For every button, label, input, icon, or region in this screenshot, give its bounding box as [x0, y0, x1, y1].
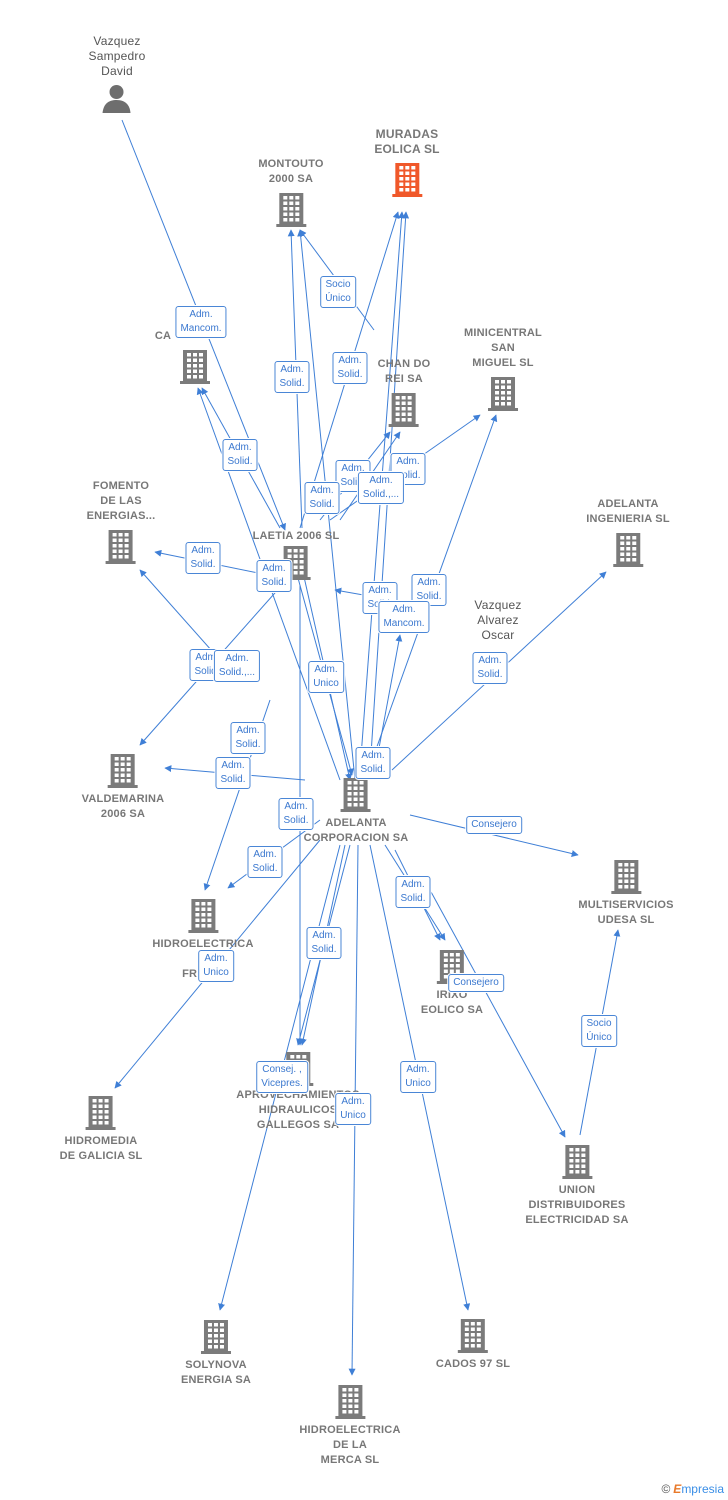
- relation-label[interactable]: Consejero: [448, 974, 504, 992]
- building-icon: [187, 899, 218, 933]
- relation-label[interactable]: Adm. Unico: [198, 950, 234, 982]
- node-label: MONTOUTO 2000 SA: [258, 158, 324, 185]
- building-icon: [391, 163, 422, 197]
- relation-label[interactable]: Adm. Unico: [400, 1061, 436, 1093]
- relation-label[interactable]: Adm. Mancom.: [378, 601, 430, 633]
- building-icon: [276, 193, 306, 227]
- node-montouto-2000[interactable]: MONTOUTO 2000 SA: [258, 157, 323, 227]
- building-icon: [105, 530, 136, 564]
- relation-label[interactable]: Adm. Solid.: [215, 757, 251, 789]
- node-label: SOLYNOVA ENERGIA SA: [180, 1359, 252, 1386]
- node-hidroelectrica-merca[interactable]: HIDROELECTRICA DE LA MERCA SL: [299, 1383, 400, 1468]
- building-icon: [487, 377, 518, 411]
- node-union-distribuidores[interactable]: UNION DISTRIBUIDORES ELECTRICIDAD SA: [525, 1143, 628, 1228]
- building-icon: [341, 778, 371, 812]
- relation-label[interactable]: Adm. Solid.,...: [357, 472, 405, 504]
- relation-label[interactable]: Adm. Solid.: [278, 798, 314, 830]
- node-valdemarina-2006[interactable]: VALDEMARINA 2006 SA: [82, 752, 165, 822]
- building-icon: [334, 1385, 365, 1419]
- node-irixo-eolico[interactable]: IRIXO EOLICO SA: [421, 948, 483, 1018]
- node-label: MINICENTRAL SAN MIGUEL SL: [464, 327, 542, 369]
- brand-name: mpresia: [681, 1482, 724, 1496]
- node-label: HIDROELECTRICA DE LA MERCA SL: [299, 1424, 401, 1466]
- building-icon: [610, 860, 641, 894]
- relationship-edge: [429, 889, 566, 1138]
- node-vazquez-alvarez-oscar[interactable]: Vazquez Alvarez Oscar: [474, 598, 521, 643]
- relation-label[interactable]: Consej. , Vicepres.: [256, 1061, 308, 1093]
- node-vazquez-sampedro-david[interactable]: Vazquez Sampedro David: [89, 34, 146, 113]
- relation-label[interactable]: Socio Único: [581, 1015, 617, 1047]
- relation-label[interactable]: Adm. Solid.: [304, 482, 340, 514]
- relation-label[interactable]: Adm. Solid.: [332, 352, 368, 384]
- node-adelanta-corporacion[interactable]: ADELANTA CORPORACION SA: [304, 776, 409, 846]
- relation-label[interactable]: Consejero: [466, 816, 522, 834]
- relation-label[interactable]: Adm. Unico: [335, 1093, 371, 1125]
- node-label: Vazquez Sampedro David: [88, 34, 146, 78]
- node-label: IRIXO EOLICO SA: [420, 989, 484, 1016]
- node-label: VALDEMARINA 2006 SA: [81, 793, 165, 820]
- relation-label[interactable]: Adm. Solid.: [230, 722, 266, 754]
- node-chan-do-rei[interactable]: CHAN DO REI SA: [378, 357, 431, 427]
- node-solynova-energia[interactable]: SOLYNOVA ENERGIA SA: [181, 1318, 251, 1388]
- relation-label[interactable]: Adm. Solid.: [274, 361, 310, 393]
- node-label: LAETIA 2006 SL: [252, 530, 340, 542]
- node-label: ADELANTA INGENIERIA SL: [586, 498, 670, 525]
- relation-label[interactable]: Adm. Solid.: [256, 560, 292, 592]
- node-label: CHAN DO REI SA: [377, 358, 431, 385]
- node-label: CA: [154, 330, 172, 342]
- node-ca[interactable]: CA: [155, 329, 171, 344]
- footer-brand: ©Empresia: [661, 1482, 724, 1496]
- relation-label[interactable]: Adm. Solid.: [472, 652, 508, 684]
- relation-label[interactable]: Adm. Solid.: [185, 542, 221, 574]
- node-minicentral-san-miguel[interactable]: MINICENTRAL SAN MIGUEL SL: [464, 326, 542, 411]
- node-label: Vazquez Alvarez Oscar: [474, 598, 522, 642]
- person-icon: [103, 85, 131, 113]
- relation-label[interactable]: Adm. Solid.: [355, 747, 391, 779]
- node-hidromedia-galicia[interactable]: HIDROMEDIA DE GALICIA SL: [60, 1094, 143, 1164]
- brand-initial: E: [673, 1482, 682, 1496]
- relationship-edge: [139, 569, 221, 661]
- node-hidroelectrica-frag[interactable]: HIDROELECTRICA FRAG...: [152, 897, 253, 982]
- node-label: MURADAS EOLICA SL: [374, 127, 440, 156]
- building-icon: [388, 393, 419, 427]
- relation-label[interactable]: Adm. Unico: [308, 661, 344, 693]
- building-icon: [86, 1096, 116, 1130]
- building-icon: [458, 1319, 488, 1353]
- node-muradas-eolica[interactable]: MURADAS EOLICA SL: [374, 127, 439, 197]
- building-icon: [180, 350, 210, 384]
- relation-label[interactable]: Adm. Solid.: [306, 927, 342, 959]
- relation-label[interactable]: Adm. Solid.: [222, 439, 258, 471]
- node-label: CADOS 97 SL: [435, 1358, 511, 1370]
- node-label: MULTISERVICIOS UDESA SL: [578, 899, 674, 926]
- node-label: ADELANTA CORPORACION SA: [303, 817, 409, 844]
- node-cados-97[interactable]: CADOS 97 SL: [436, 1317, 510, 1372]
- relationship-edge: [409, 814, 579, 857]
- relation-label[interactable]: Adm. Solid.: [395, 876, 431, 908]
- copyright-symbol: ©: [661, 1482, 671, 1496]
- node-multiservicios-udesa[interactable]: MULTISERVICIOS UDESA SL: [578, 858, 673, 928]
- node-label: HIDROMEDIA DE GALICIA SL: [59, 1135, 143, 1162]
- building-icon: [107, 754, 138, 788]
- relation-label[interactable]: Adm. Mancom.: [175, 306, 227, 338]
- building-icon: [612, 533, 643, 567]
- relation-label[interactable]: Adm. Solid.,...: [213, 650, 261, 682]
- building-icon: [561, 1145, 592, 1179]
- relation-label[interactable]: Socio Único: [320, 276, 356, 308]
- node-fomento-energias[interactable]: FOMENTO DE LAS ENERGIAS...: [87, 479, 156, 564]
- node-adelanta-ingenieria[interactable]: ADELANTA INGENIERIA SL: [586, 497, 670, 567]
- relation-label[interactable]: Adm. Solid.: [247, 846, 283, 878]
- building-icon: [200, 1320, 231, 1354]
- node-label: UNION DISTRIBUIDORES ELECTRICIDAD SA: [525, 1184, 629, 1226]
- node-label: FOMENTO DE LAS ENERGIAS...: [86, 480, 156, 522]
